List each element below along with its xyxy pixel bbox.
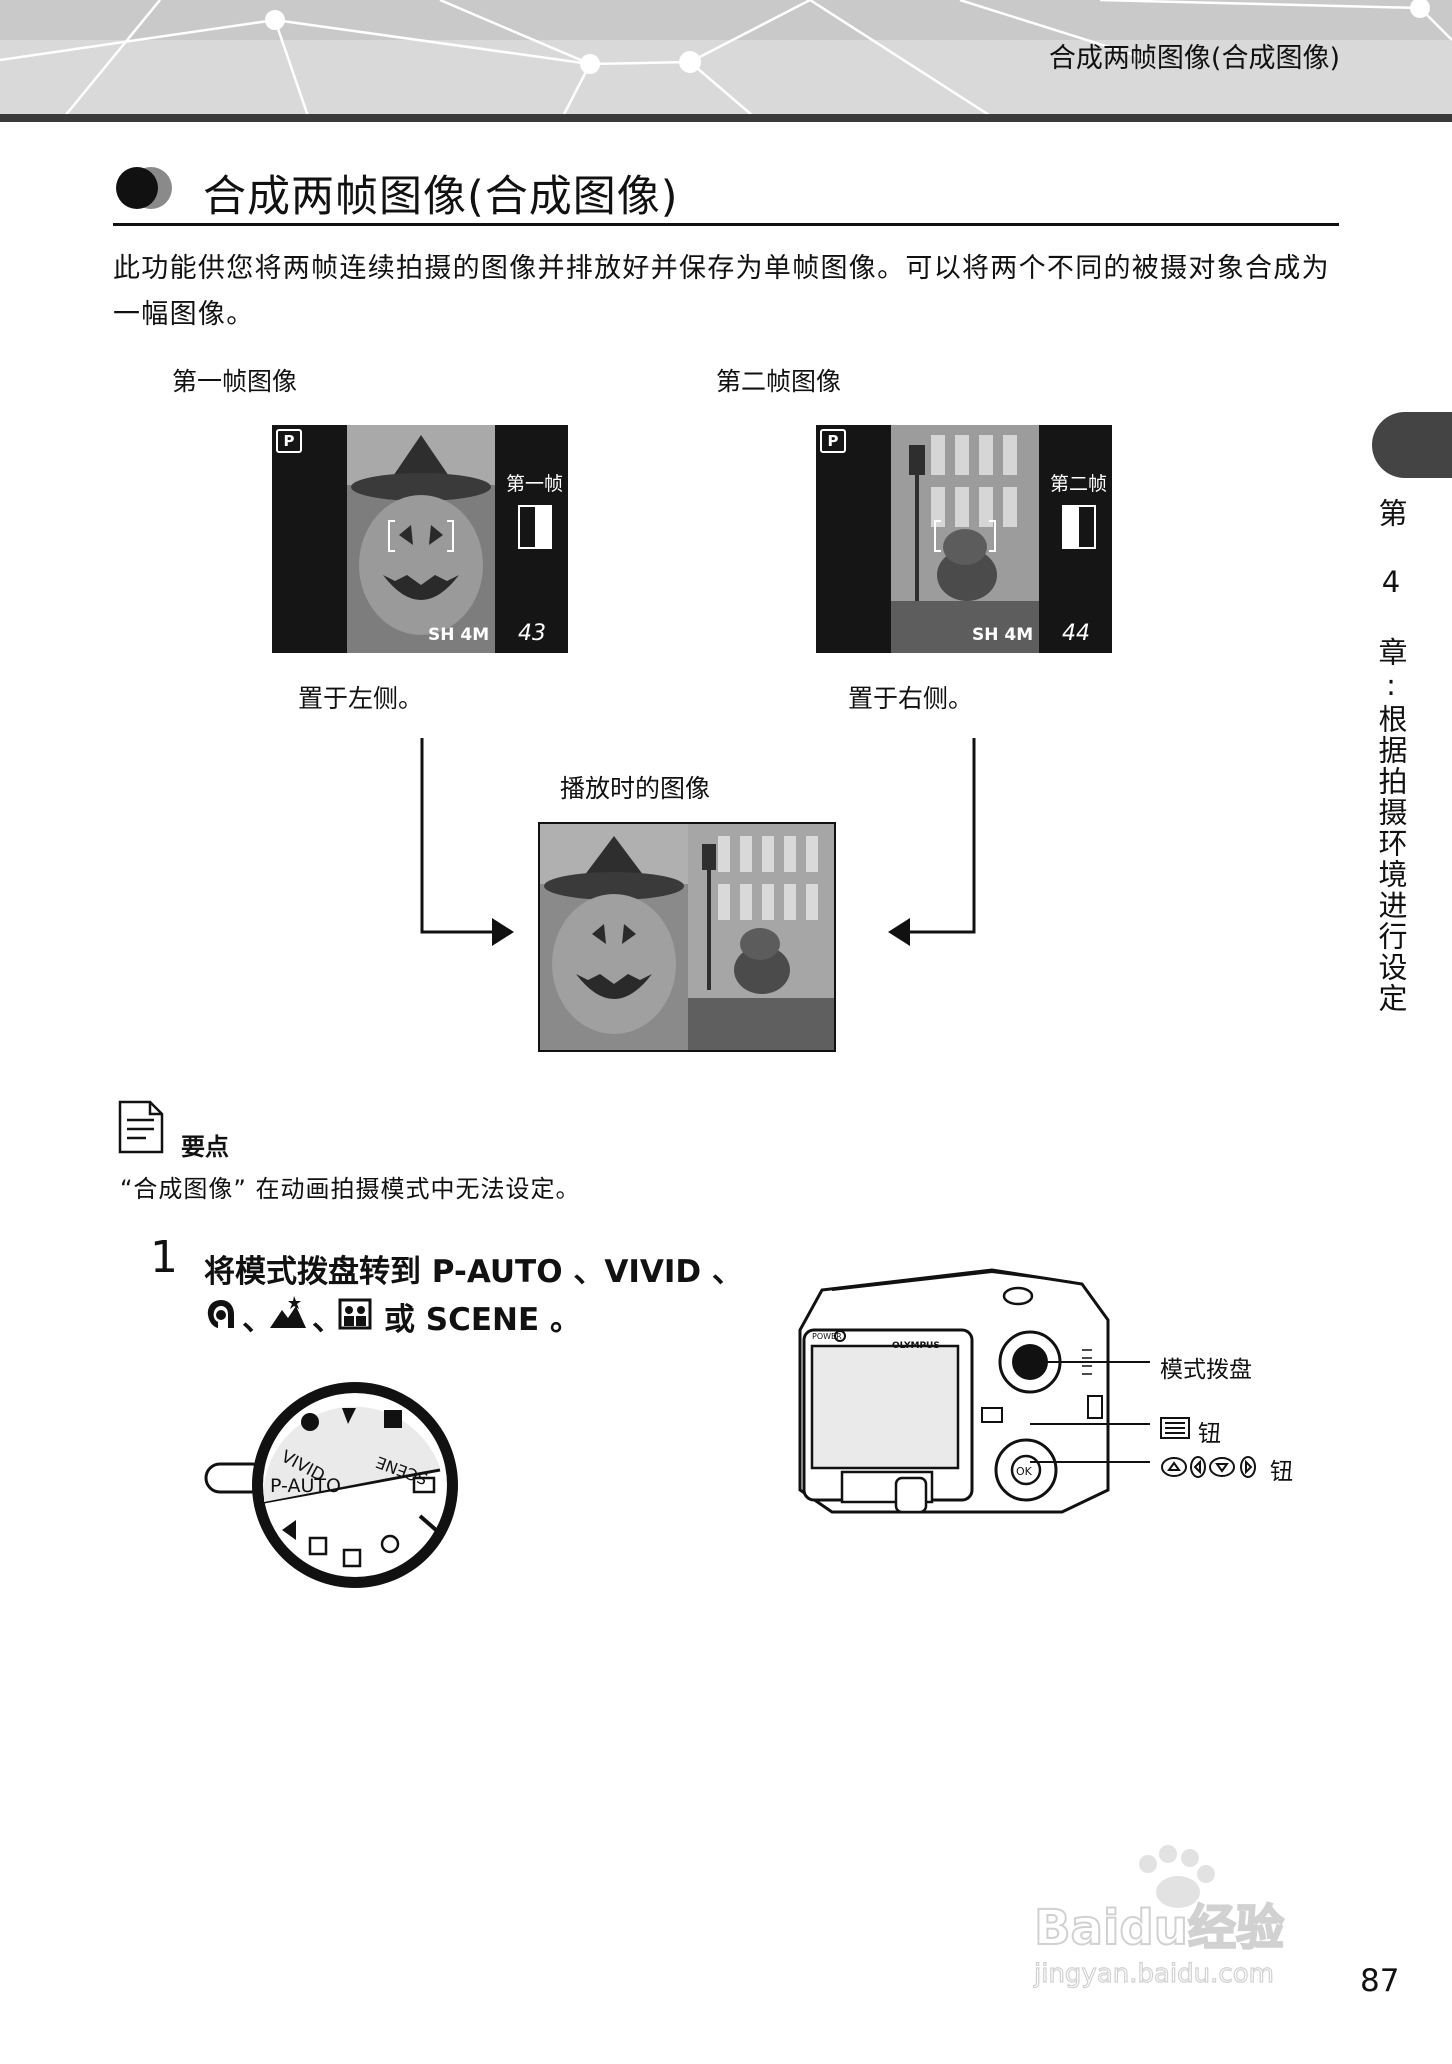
right-arrow-icon xyxy=(492,918,514,946)
step-number: 1 xyxy=(150,1232,178,1283)
header-title: 合成两帧图像(合成图像) xyxy=(1048,43,1340,74)
tips-label: 要点 xyxy=(181,1133,229,1161)
dial-album-icon xyxy=(308,1536,328,1556)
statue-photo xyxy=(891,425,1039,653)
night-scene-icon xyxy=(270,1296,306,1328)
left-position-indicator-icon xyxy=(518,505,552,549)
camera-back-illustration: POWER OLYMPUS OK xyxy=(798,1268,1110,1514)
dial-portrait-icon xyxy=(301,1413,319,1431)
combined-image xyxy=(538,822,836,1052)
callout-mode-dial: 模式拨盘 xyxy=(1160,1357,1252,1383)
callout-arrow-buttons: 钮 xyxy=(1160,1452,1300,1485)
left-arrow-icon xyxy=(888,918,910,946)
right-position-indicator-icon xyxy=(1062,505,1096,549)
combined-right-half xyxy=(688,824,834,1050)
watermark-url: jingyan.baidu.com xyxy=(1033,1959,1274,1989)
section-title: 合成两帧图像(合成图像) xyxy=(203,172,679,222)
dial-label-pauto: P-AUTO xyxy=(270,1475,341,1497)
frame-label: 第二帧 xyxy=(1050,473,1108,495)
dial-timer-icon xyxy=(380,1534,400,1554)
step-instruction-line1: 将模式拨盘转到 P-AUTO 、VIVID 、 xyxy=(204,1254,743,1290)
dial-playback-icon xyxy=(282,1520,296,1540)
right-placement-caption: 置于右侧。 xyxy=(848,684,974,713)
page-header: 合成两帧图像(合成图像) xyxy=(0,0,1452,122)
title-rule xyxy=(113,223,1339,226)
menu-icon xyxy=(1160,1417,1190,1439)
callout-lines xyxy=(1030,1361,1150,1463)
intro-paragraph: 此功能供您将两帧连续拍摄的图像并排放好并保存为单帧图像。可以将两个不同的被摄对象… xyxy=(113,253,1330,330)
frame-label: 第一帧 xyxy=(506,473,564,495)
image-quality: SH 4M xyxy=(428,625,490,645)
flow-arrows xyxy=(420,738,976,946)
page-number: 87 xyxy=(1360,1963,1400,1999)
playback-caption: 播放时的图像 xyxy=(560,774,711,803)
svg-text:POWER: POWER xyxy=(812,1332,842,1341)
svg-text:OLYMPUS: OLYMPUS xyxy=(892,1341,940,1351)
first-frame-lcd: P 第一帧 SH 4M 43 xyxy=(272,425,568,653)
mode-dial: P-AUTO VIVID SCENE xyxy=(204,1382,458,1588)
baidu-watermark: Baidu经验 jingyan.baidu.com xyxy=(1032,1845,1285,1990)
second-frame-lcd: P 第二帧 SH 4M 44 xyxy=(816,425,1112,653)
dial-movie-icon xyxy=(412,1476,436,1494)
first-frame-caption: 第一帧图像 xyxy=(172,367,298,396)
watermark-brand: Baidu经验 xyxy=(1034,1900,1284,1956)
camera-lcd xyxy=(810,1344,960,1470)
dial-indoor-icon xyxy=(384,1410,402,1428)
step-instruction-line2: 、 、 或 SCENE 。 xyxy=(204,1294,584,1338)
dial-print-icon xyxy=(342,1548,362,1568)
program-mode-icon: P xyxy=(820,429,846,453)
portrait-mode-icon xyxy=(207,1300,234,1328)
header-network-pattern xyxy=(0,0,1452,122)
frames-remaining: 44 xyxy=(1062,621,1090,646)
arrow-pad-icon xyxy=(1161,1456,1256,1478)
svg-text:OK: OK xyxy=(1016,1465,1033,1478)
section-bullet-icon xyxy=(116,167,172,209)
camera-menu-button xyxy=(981,1407,1003,1423)
memo-icon xyxy=(118,1100,164,1154)
left-placement-caption: 置于左侧。 xyxy=(298,684,424,713)
combined-left-half xyxy=(540,824,688,1034)
second-frame-caption: 第二帧图像 xyxy=(716,367,842,396)
chapter-title: 第 4 章:根据拍摄环境进行设定 xyxy=(1374,498,1408,1014)
callout-menu-button: 钮 xyxy=(1160,1414,1240,1447)
dial-setup-icon xyxy=(418,1514,438,1532)
chapter-tab xyxy=(1372,412,1452,478)
program-mode-icon: P xyxy=(276,429,302,453)
dial-night-icon xyxy=(342,1408,356,1424)
image-quality: SH 4M xyxy=(972,625,1034,645)
frames-remaining: 43 xyxy=(518,621,546,646)
indoor-mode-icon xyxy=(338,1298,372,1330)
header-rule xyxy=(0,114,1452,122)
tips-text: “合成图像” 在动画拍摄模式中无法设定。 xyxy=(120,1175,581,1203)
pumpkin-photo xyxy=(347,425,495,653)
